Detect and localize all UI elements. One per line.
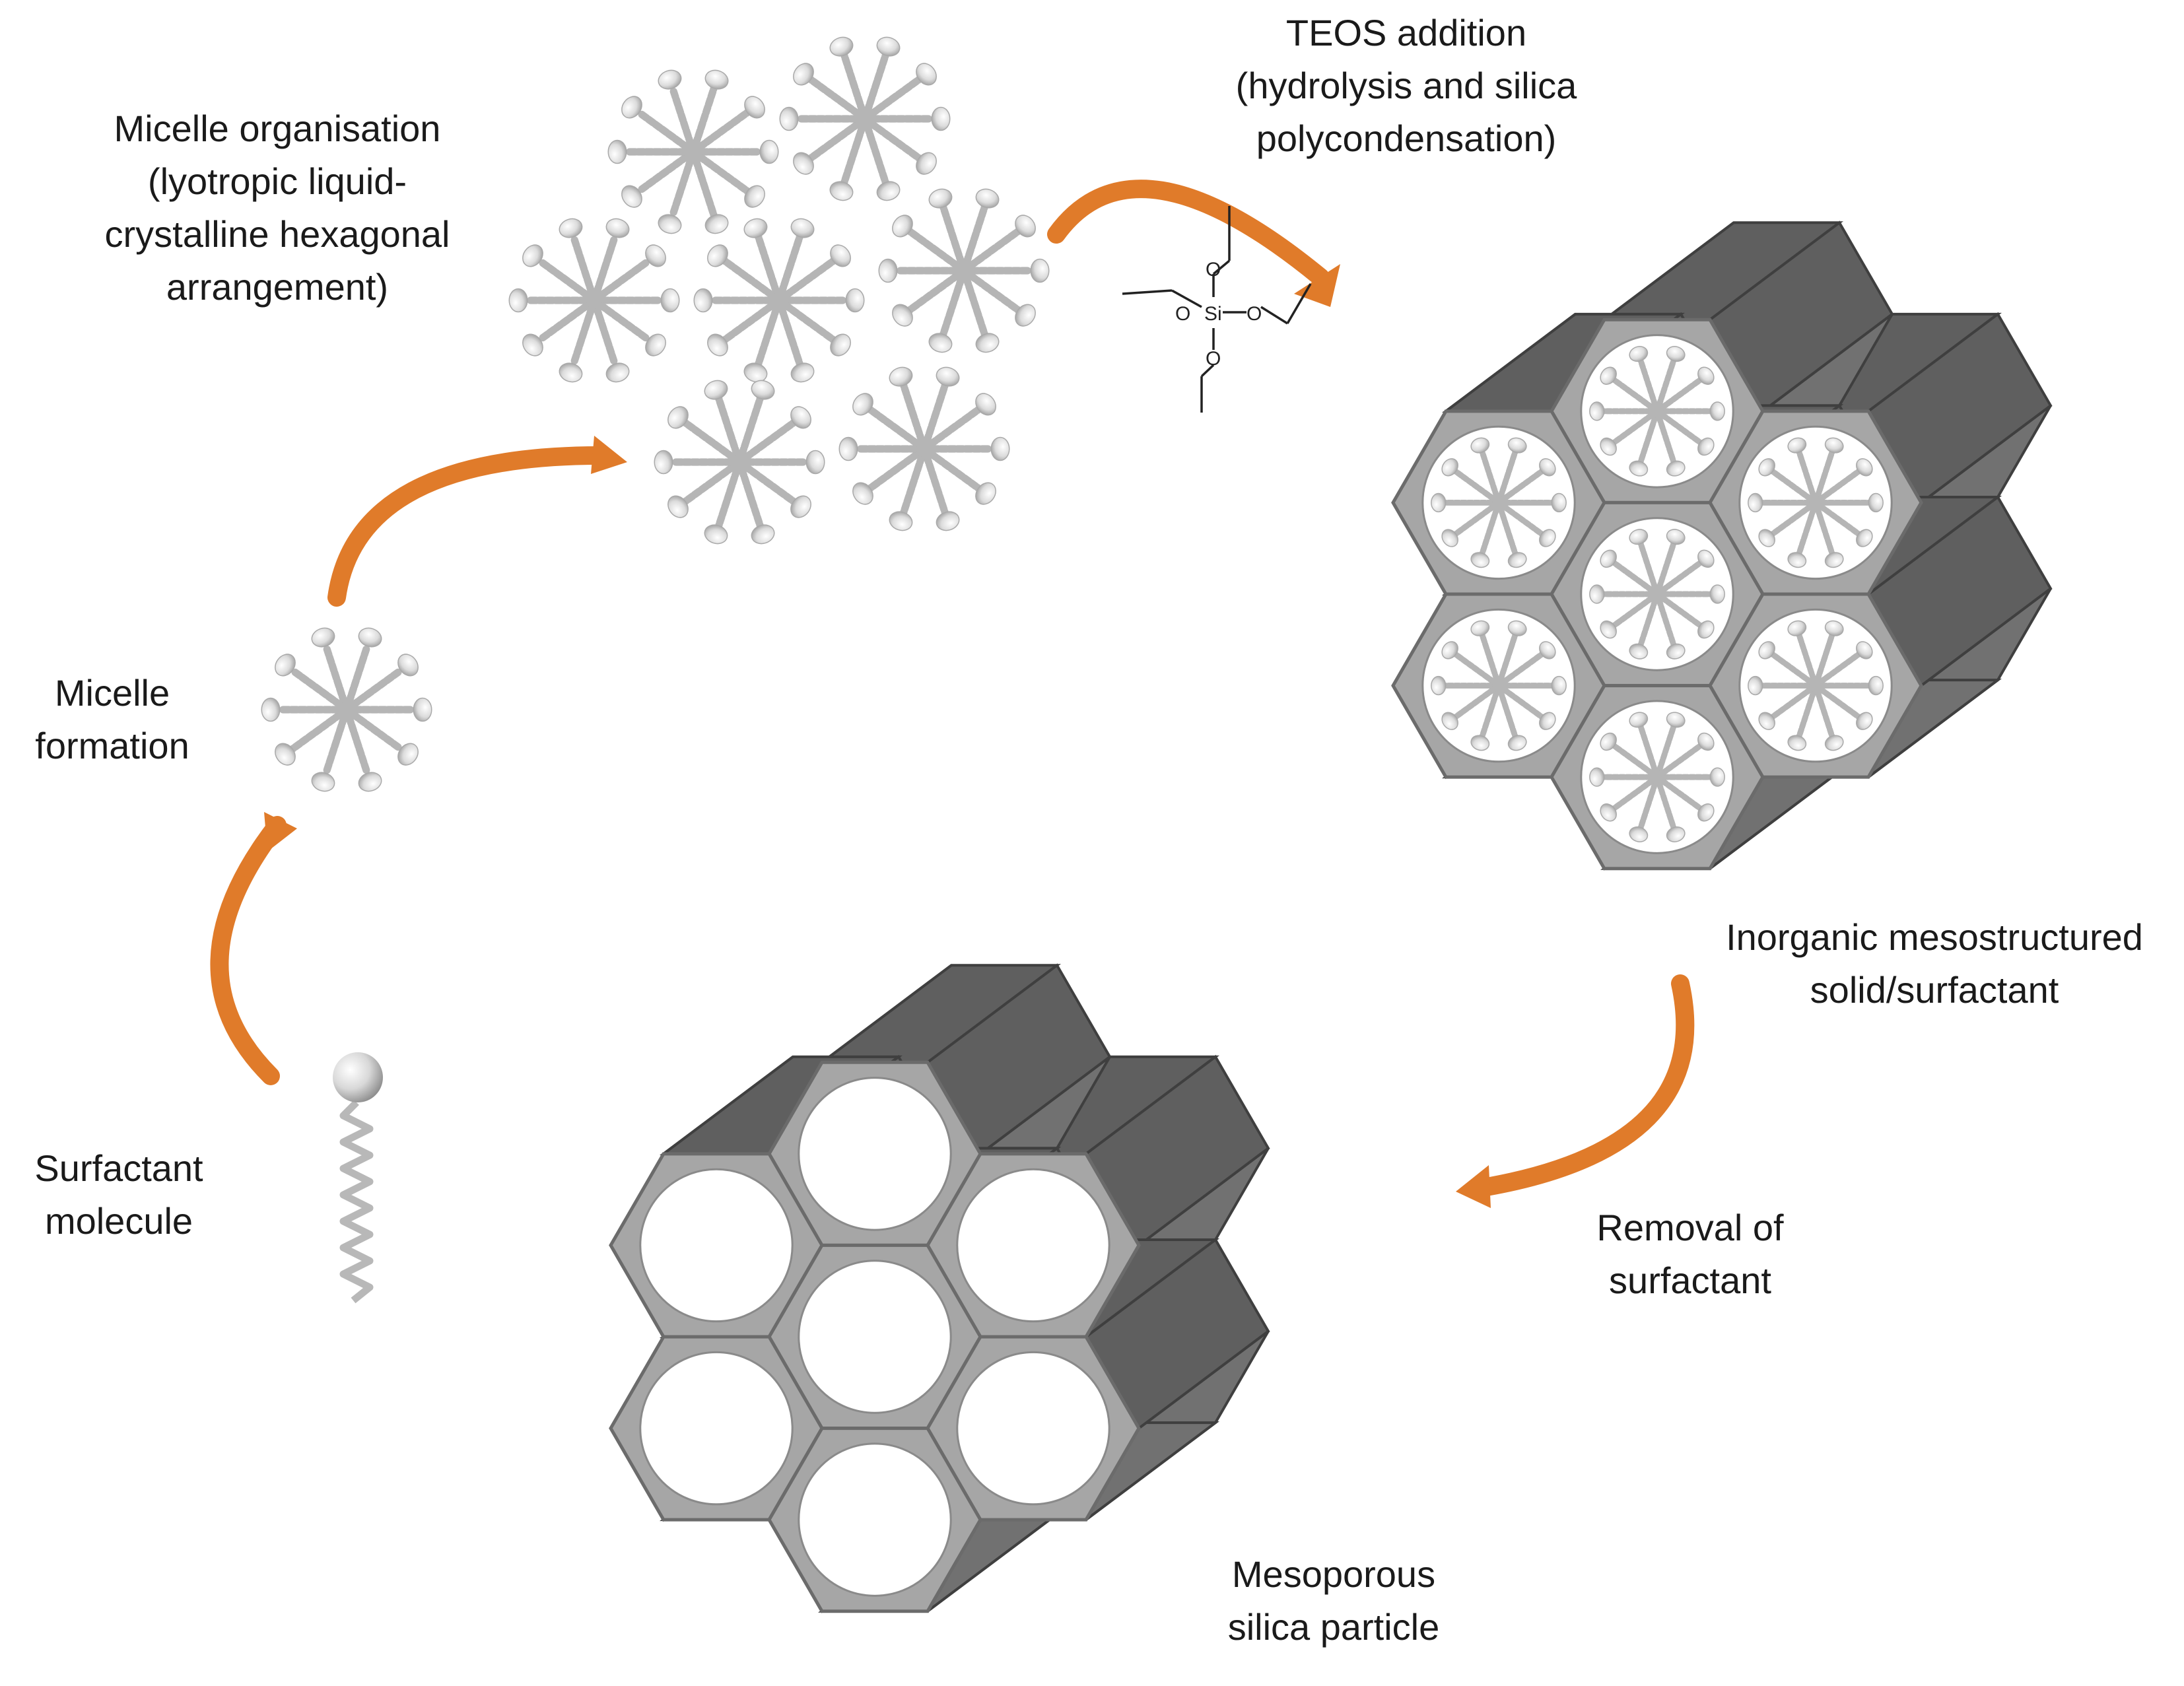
solid-pore-micelle [1589,529,1725,659]
step-arrows [210,180,1695,1208]
solid-pore-micelle [1431,437,1567,568]
micelle-2 [779,36,951,201]
micelle-4 [693,218,865,383]
silica-pore [798,1260,952,1414]
micelle-icon [261,627,432,792]
solid-hex-faces [1391,318,1923,871]
micelle-6 [654,380,825,545]
teos-structure-icon: Si O O O O [1122,206,1312,413]
micelle-3 [508,218,680,383]
silica-pore [956,1351,1110,1506]
arrow-organisation-to-teos [1047,180,1340,307]
teos-o-label-left: O [1175,303,1190,325]
solid-pore-micelle [1589,346,1725,477]
micelle-cluster-icon [508,36,1050,545]
solid-pore-micelle [1748,437,1884,568]
arrow-removal-of-surfactant [1456,974,1695,1208]
silica-pore [798,1077,952,1231]
micelle-single [261,627,432,792]
label-micelle-formation: Micelle formation [35,672,189,766]
micelle-1 [607,69,779,234]
silica-pore [639,1168,794,1323]
mesoporous-silica-particle-icon [609,963,1270,1613]
teos-o-label-top: O [1206,259,1221,281]
teos-o-label-right: O [1246,303,1262,325]
label-surfactant-molecule: Surfactant molecule [34,1147,203,1242]
surfactant-molecule-icon [333,1052,383,1304]
silica-pore [798,1442,952,1597]
silica-pore [956,1168,1110,1323]
teos-si-label: Si [1204,303,1222,325]
inorganic-mesostructured-solid-icon [1391,220,2053,871]
solid-pore-micelle [1589,712,1725,842]
solid-pore-micelle [1431,620,1567,751]
silica-hex-faces [609,1060,1141,1613]
label-removal-of-surfactant: Removal of surfactant [1596,1207,1784,1301]
label-micelle-organisation: Micelle organisation (lyotropic liquid- … [104,108,450,308]
teos-o-label-bottom: O [1206,348,1221,370]
label-teos-addition: TEOS addition (hydrolysis and silica pol… [1235,12,1577,159]
silica-pore [639,1351,794,1506]
solid-pore-micelle [1748,620,1884,751]
micelle-7 [838,366,1010,531]
label-inorganic-mesostructured-solid: Inorganic mesostructured solid/surfactan… [1726,916,2143,1011]
arrow-surfactant-to-micelle [210,812,297,1085]
label-mesoporous-silica-particle: Mesoporous silica particle [1227,1553,1440,1648]
arrow-micelle-to-organisation [327,436,627,607]
micelle-5 [878,188,1050,353]
